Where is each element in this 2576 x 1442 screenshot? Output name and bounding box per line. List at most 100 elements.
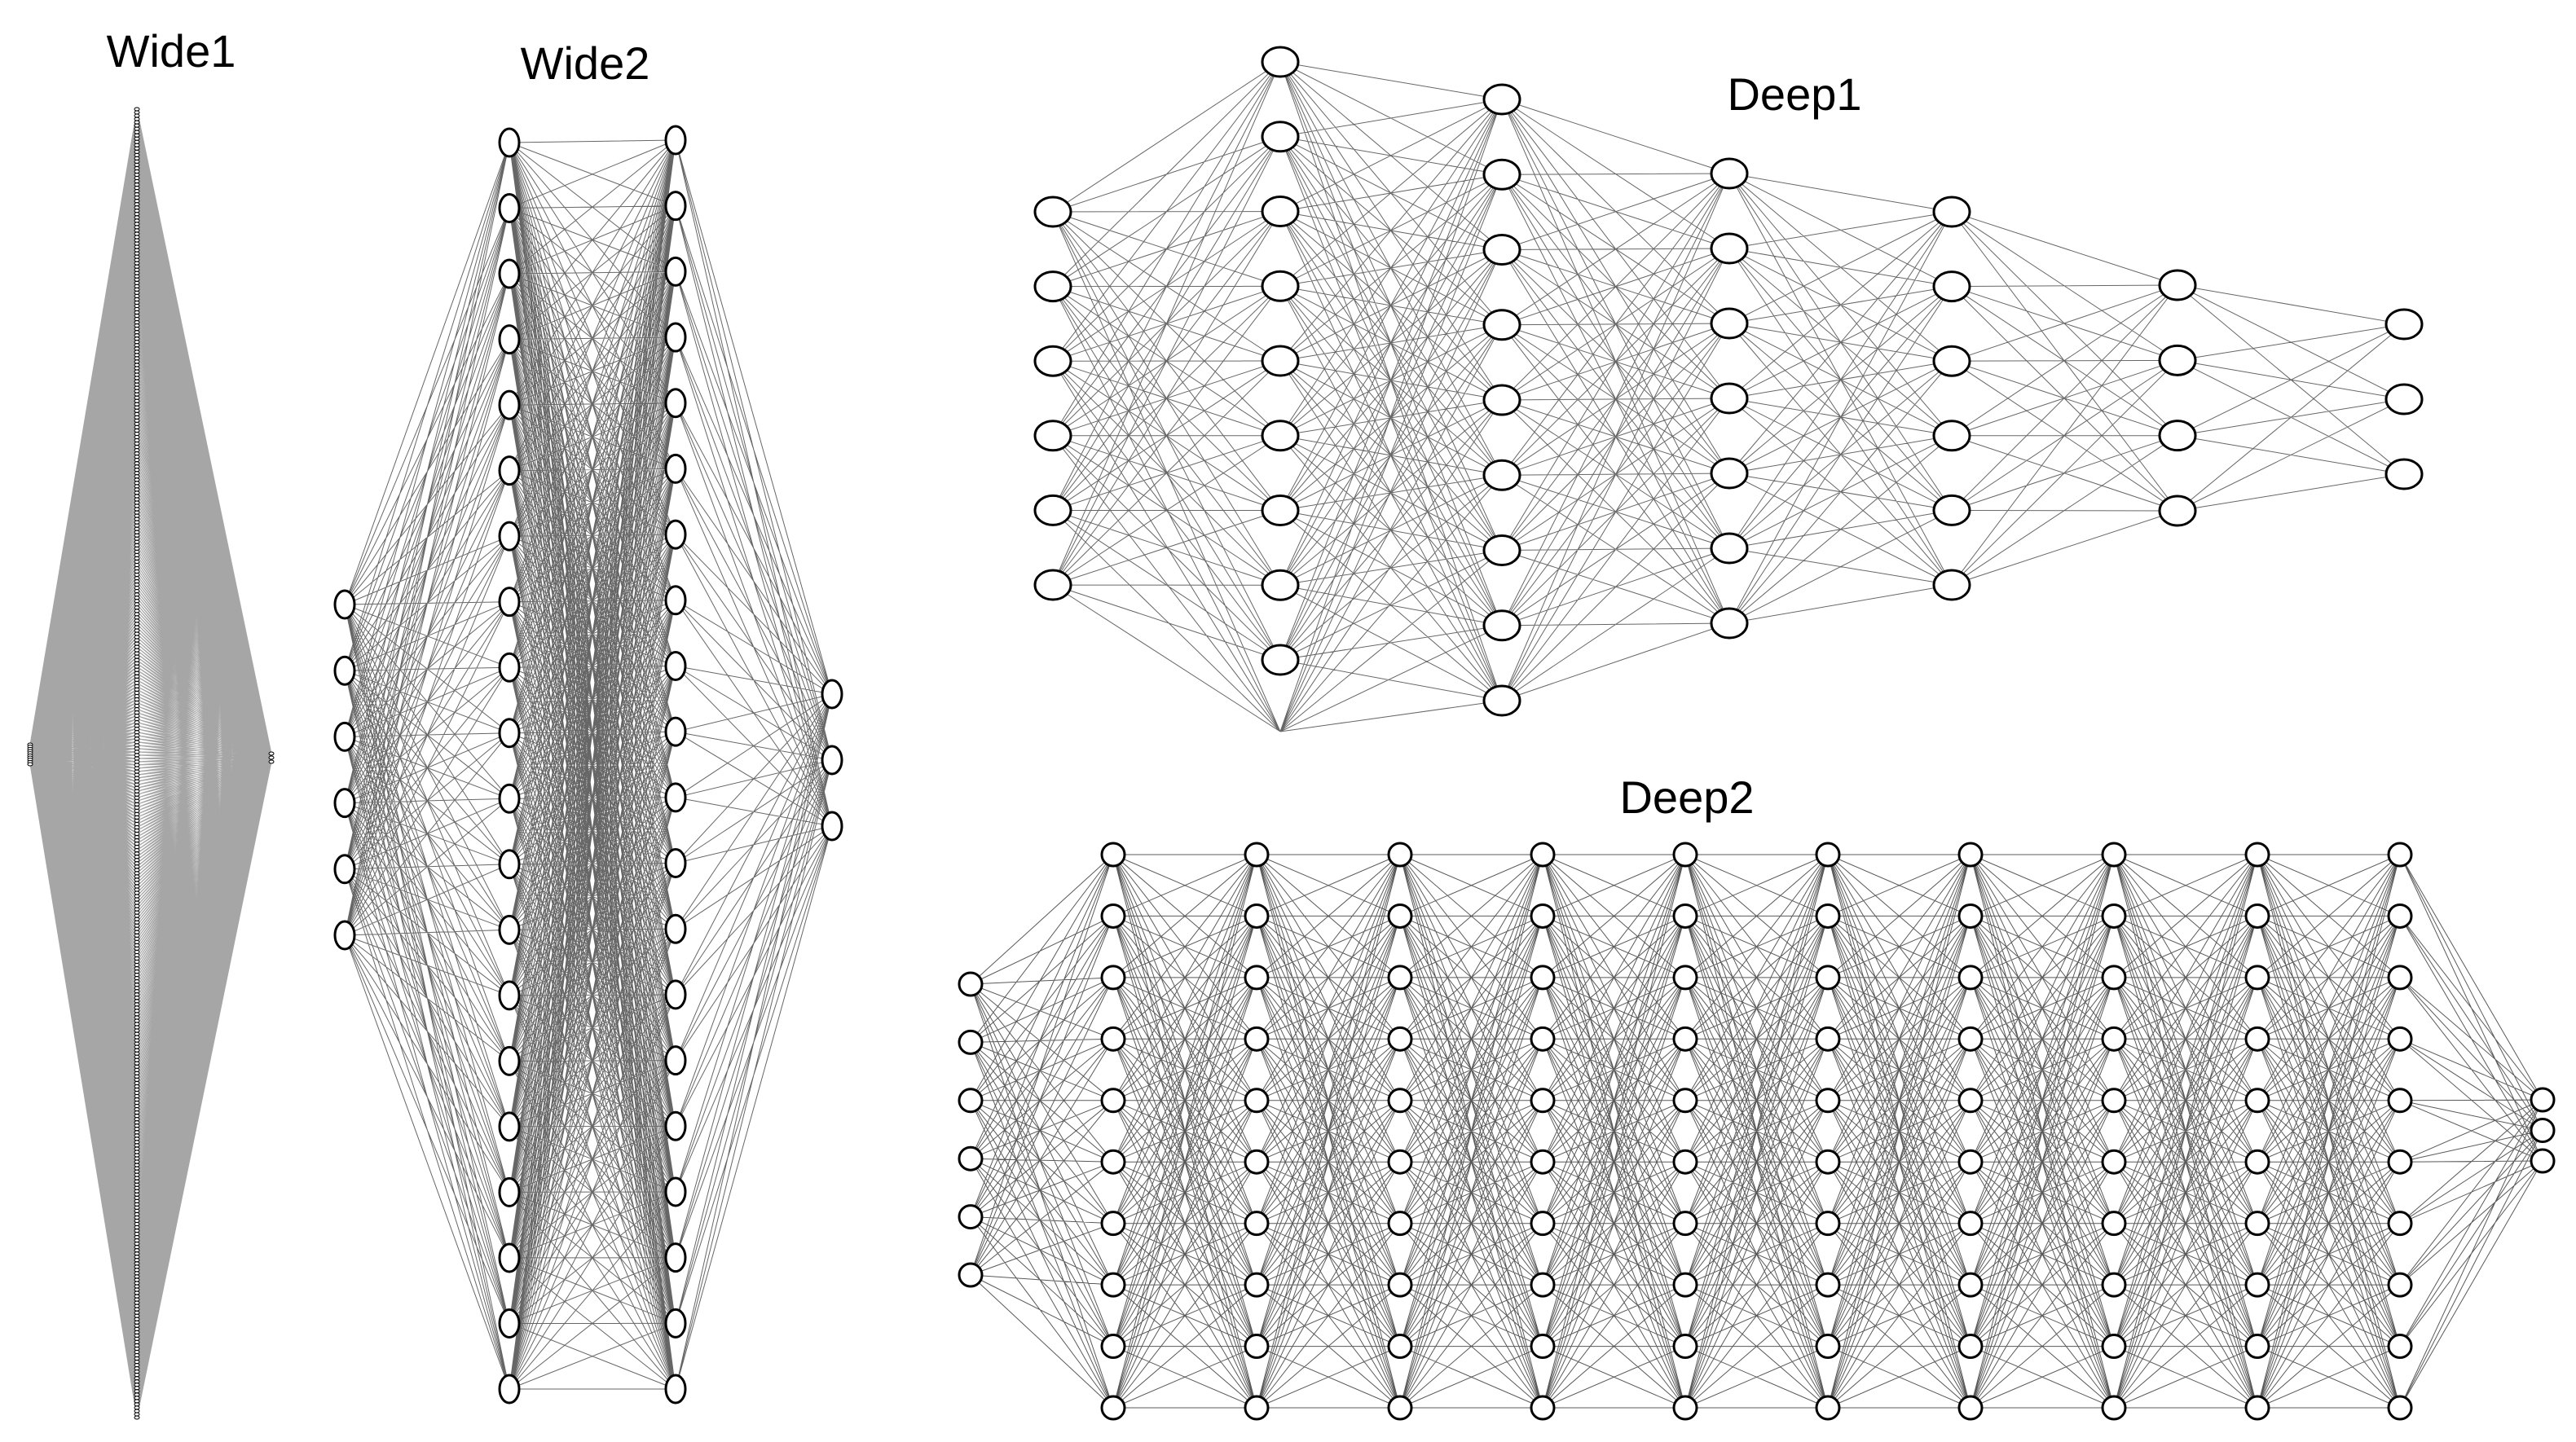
neuron-node [1387, 1088, 1413, 1114]
neuron-node [134, 156, 140, 160]
neuron-node [134, 618, 140, 623]
neuron-node [134, 159, 140, 164]
neuron-node [1815, 903, 1841, 929]
neuron-node [134, 376, 140, 380]
neuron-node [134, 569, 140, 574]
neuron-node [134, 523, 140, 528]
neuron-node [134, 674, 140, 679]
neuron-node [134, 861, 140, 866]
wide1-title: Wide1 [107, 25, 236, 77]
neuron-node [27, 762, 33, 767]
neuron-node [2387, 1395, 2413, 1421]
neuron-node [134, 1402, 140, 1407]
neuron-node [134, 1333, 140, 1338]
wide2-nodes [333, 125, 843, 1405]
neuron-node [2387, 1211, 2413, 1237]
wide2-edges [344, 139, 833, 1390]
wide1-layer-3 [268, 751, 275, 764]
neuron-node [2101, 1272, 2127, 1298]
neuron-node [134, 903, 140, 908]
neuron-node [664, 1176, 687, 1207]
neuron-node [134, 609, 140, 613]
neuron-node [134, 1242, 140, 1246]
neuron-node [134, 173, 140, 178]
neuron-node [134, 1232, 140, 1237]
neuron-node [134, 317, 140, 322]
deep1-layer-1 [1033, 196, 1072, 601]
neuron-node [134, 1195, 140, 1200]
neuron-node [1100, 842, 1126, 868]
neuron-node [134, 792, 140, 797]
neuron-node [664, 913, 687, 944]
wide2-network: Wide2 [333, 37, 843, 1405]
neuron-node [2101, 1088, 2127, 1114]
deep1-layer-5 [1932, 196, 1971, 601]
neuron-node [1932, 270, 1971, 303]
neuron-node [1530, 842, 1556, 868]
neuron-node [134, 1179, 140, 1184]
neuron-node [134, 723, 140, 728]
neuron-node [2530, 1148, 2556, 1174]
neuron-node [134, 1169, 140, 1174]
neuron-node [1482, 384, 1521, 416]
neuron-node [2101, 903, 2127, 929]
neuron-node [134, 1097, 140, 1102]
neuron-node [1482, 158, 1521, 191]
neuron-node [134, 835, 140, 840]
neuron-node [134, 1290, 140, 1295]
neuron-node [1100, 1026, 1126, 1052]
neuron-node [134, 759, 140, 764]
neuron-node [2244, 1334, 2270, 1360]
deep2-layer-2 [1100, 842, 1126, 1421]
neuron-node [134, 1140, 140, 1145]
neuron-node [134, 143, 140, 147]
neuron-node [134, 1386, 140, 1391]
neuron-node [1261, 46, 1300, 78]
neuron-node [134, 1009, 140, 1013]
neuron-node [134, 697, 140, 702]
neuron-node [1815, 965, 1841, 991]
deep2-layer-11 [2387, 842, 2413, 1421]
neuron-node [134, 589, 140, 594]
neuron-node [134, 445, 140, 450]
neuron-node [134, 320, 140, 325]
neuron-node [134, 667, 140, 672]
deep1-network: Deep1 [1033, 46, 2424, 732]
neuron-node [268, 751, 275, 756]
neuron-node [134, 120, 140, 125]
neuron-node [134, 543, 140, 547]
neuron-node [134, 1101, 140, 1106]
neuron-node [498, 980, 521, 1011]
neuron-node [134, 1294, 140, 1299]
neuron-node [134, 1163, 140, 1167]
neuron-node [664, 1242, 687, 1273]
neuron-node [134, 165, 140, 170]
neuron-node [1957, 1334, 1984, 1360]
neuron-node [134, 1373, 140, 1378]
neuron-node [134, 455, 140, 459]
neuron-node [1387, 1395, 1413, 1421]
neuron-node [134, 117, 140, 121]
deep2-layer-10 [2244, 842, 2270, 1421]
neuron-node [134, 811, 140, 816]
neuron-node [134, 586, 140, 591]
neuron-node [2101, 1026, 2127, 1052]
neuron-node [134, 336, 140, 341]
neuron-node [134, 238, 140, 243]
neuron-node [134, 1133, 140, 1138]
neuron-node [134, 477, 140, 482]
neuron-node [1482, 309, 1521, 341]
neuron-node [134, 333, 140, 338]
neuron-node [134, 464, 140, 469]
neuron-node [134, 267, 140, 272]
neuron-node [134, 438, 140, 443]
neuron-node [134, 989, 140, 994]
neuron-node [134, 392, 140, 397]
neuron-node [134, 468, 140, 473]
neuron-node [134, 976, 140, 981]
neuron-node [134, 418, 140, 423]
neuron-node [134, 969, 140, 974]
neuron-node [134, 936, 140, 941]
neuron-node [134, 199, 140, 204]
neuron-node [134, 1071, 140, 1075]
